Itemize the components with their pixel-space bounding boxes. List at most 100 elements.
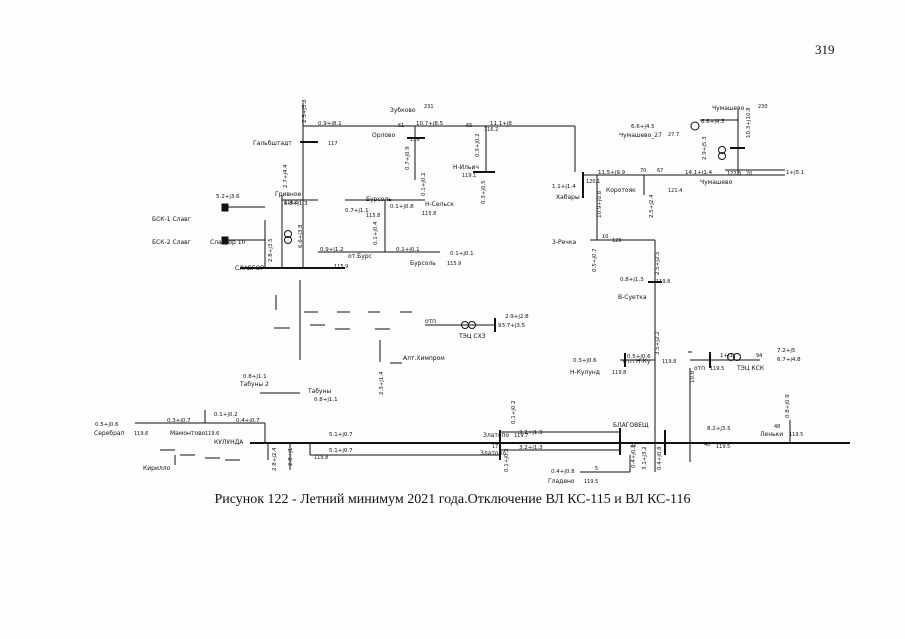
node-label: отп Н-Ку — [623, 358, 651, 365]
flow-label: 0.3+j0.6 — [573, 358, 597, 364]
flow-label: 0.4+j0.8 — [551, 469, 575, 475]
node-label: 121.4 — [668, 188, 682, 194]
node-label: Чумашево — [712, 105, 745, 112]
flow-label: 6.6+j4.5 — [701, 119, 725, 125]
node-label: Алт.Химпром — [403, 355, 445, 362]
node-label: БСК-1 Славг — [152, 216, 191, 223]
flow-label: 2.7+j4.4 — [283, 164, 289, 188]
flow-label: 2.5+j2.4 — [649, 194, 655, 218]
flow-label: 10.9+j0.8 — [597, 190, 603, 218]
node-label: Табуны — [307, 388, 332, 395]
node-label: Златопо — [480, 450, 506, 457]
network-lines — [135, 103, 850, 473]
node-label: Зубково — [390, 107, 416, 114]
node-label: 120.1 — [586, 179, 600, 185]
node-label: В-Суетка — [618, 294, 647, 301]
flow-label: 0.1+j0.2 — [214, 412, 238, 418]
node-label: 119.6 — [134, 431, 148, 437]
node-label: 116.6 — [284, 200, 298, 206]
flow-label: 5.1+j0.7 — [329, 432, 353, 438]
node-label: 120 — [612, 238, 622, 244]
node-label: 122.3 — [727, 171, 741, 177]
diagram-labels: Зубково 231 Гальбштадт 117 Орлово 118 61… — [94, 104, 803, 485]
flow-label: 0.1+j0.1 — [396, 247, 420, 253]
node-label: 3-Речка — [552, 239, 576, 246]
node-label: Орлово — [372, 132, 396, 139]
flow-label: 10.3+j10.8 — [746, 107, 752, 138]
flow-label: 3.5+j2.2 — [655, 331, 661, 355]
flow-label: 93.7+j3.5 — [498, 323, 526, 329]
flow-label: 2.8+j2.4 — [272, 447, 278, 471]
node-label: отп — [425, 318, 436, 325]
node-label: БЛАГОВЕЩ — [613, 422, 649, 429]
flow-label: 0.4+j0.7 — [236, 418, 260, 424]
node-label: 119.5 — [584, 479, 598, 485]
node-label: 61 — [398, 123, 404, 129]
flow-label: 6.6+j3.8 — [298, 224, 304, 248]
node-label: Бурсоль — [366, 196, 392, 203]
node-label: 22 — [630, 443, 636, 449]
node-label: Кирилло — [143, 465, 171, 472]
flow-label: 6.6+j4.5 — [631, 124, 655, 130]
flow-label: 0.3+j0.5 — [481, 180, 487, 204]
node-label: Серебрап — [94, 430, 125, 437]
flow-label: 1.1+j1.4 — [552, 184, 576, 190]
node-label: 67 — [657, 168, 663, 174]
flow-label: 10.7+j8.5 — [416, 121, 444, 127]
flow-label: 0.1+j0.8 — [390, 204, 414, 210]
node-label: 119.8 — [656, 279, 670, 285]
node-label: Н-Ильич — [453, 164, 479, 171]
flow-label: 0.8+j1.1 — [314, 397, 338, 403]
node-label: 119.8 — [612, 370, 626, 376]
node-label: 20 — [746, 171, 752, 177]
flow-label: 0.8+j1.3 — [284, 201, 308, 207]
flow-label: 0.8+j0.9 — [785, 394, 791, 418]
flow-label: 2.5+j2.5 — [655, 251, 661, 275]
node-label: Табуны 2 — [239, 381, 269, 388]
flow-label: 0.9+j8.1 — [318, 121, 342, 127]
flow-label: 5.2+j3.6 — [216, 194, 240, 200]
flow-label: 0.7+j1.1 — [345, 208, 369, 214]
flow-label: 7.2+j5 — [777, 348, 796, 354]
node-label: Златопо — [483, 432, 509, 439]
node-label: 65 — [466, 123, 472, 129]
node-label: 115.9 — [334, 264, 348, 270]
node-label: Славгор 10 — [210, 239, 246, 246]
node-label: 230 — [758, 104, 768, 110]
node-label: Н-Сельск — [425, 201, 454, 208]
flow-label: 0.8+j1.1 — [243, 374, 267, 380]
flow-label: 0.1+j0.1 — [450, 251, 474, 257]
flow-label: 0.1+j0.4 — [373, 221, 379, 245]
node-label: 10 — [602, 234, 608, 240]
flow-label: 1+j1 — [720, 353, 733, 359]
node-label: 119.8 — [662, 359, 676, 365]
flow-label: 0.5+j0.6 — [95, 422, 119, 428]
flow-label: 2.9+j2.8 — [505, 314, 529, 320]
flow-label: 2.8+j1 — [288, 448, 294, 466]
node-label: Мамонтово — [170, 430, 206, 437]
node-label: ТЭЦ КСК — [736, 365, 765, 372]
node-label: СЛАВГОР — [235, 265, 264, 272]
node-label: Коротояк — [606, 187, 636, 194]
node-label: КУЛУНДА — [214, 439, 244, 446]
flow-label: 2.3+j3.8 — [302, 99, 308, 123]
flow-label: 5.1+j0.7 — [329, 448, 353, 454]
page-number: 319 — [815, 42, 835, 57]
node-label: Бурсоль — [410, 260, 436, 267]
node-label: 5 — [595, 466, 598, 472]
node-label: Н-Кулунд — [570, 369, 600, 376]
flow-label: 0.1+j0.2 — [421, 172, 427, 196]
flow-label: 6.7+j4.8 — [777, 357, 801, 363]
flow-label: 11.1+j8 — [490, 121, 512, 127]
flow-label: 8.2+j3.5 — [707, 426, 731, 432]
flow-label: 0.4+j0.8 — [657, 446, 663, 470]
node-label: 117 — [328, 141, 338, 147]
node-label: Гальбштадт — [253, 140, 292, 147]
flow-label: 0.9+j1.2 — [320, 247, 344, 253]
power-flow-labels: 2.3+j3.8 0.9+j8.1 10.7+j8.5 11.1+j8 0.7+… — [95, 99, 804, 475]
node-label: отп — [694, 365, 705, 372]
flow-label: 10.8 — [690, 370, 696, 383]
node-label: ТЭЦ СХЗ — [458, 333, 486, 340]
node-label: 115.9 — [447, 261, 461, 267]
